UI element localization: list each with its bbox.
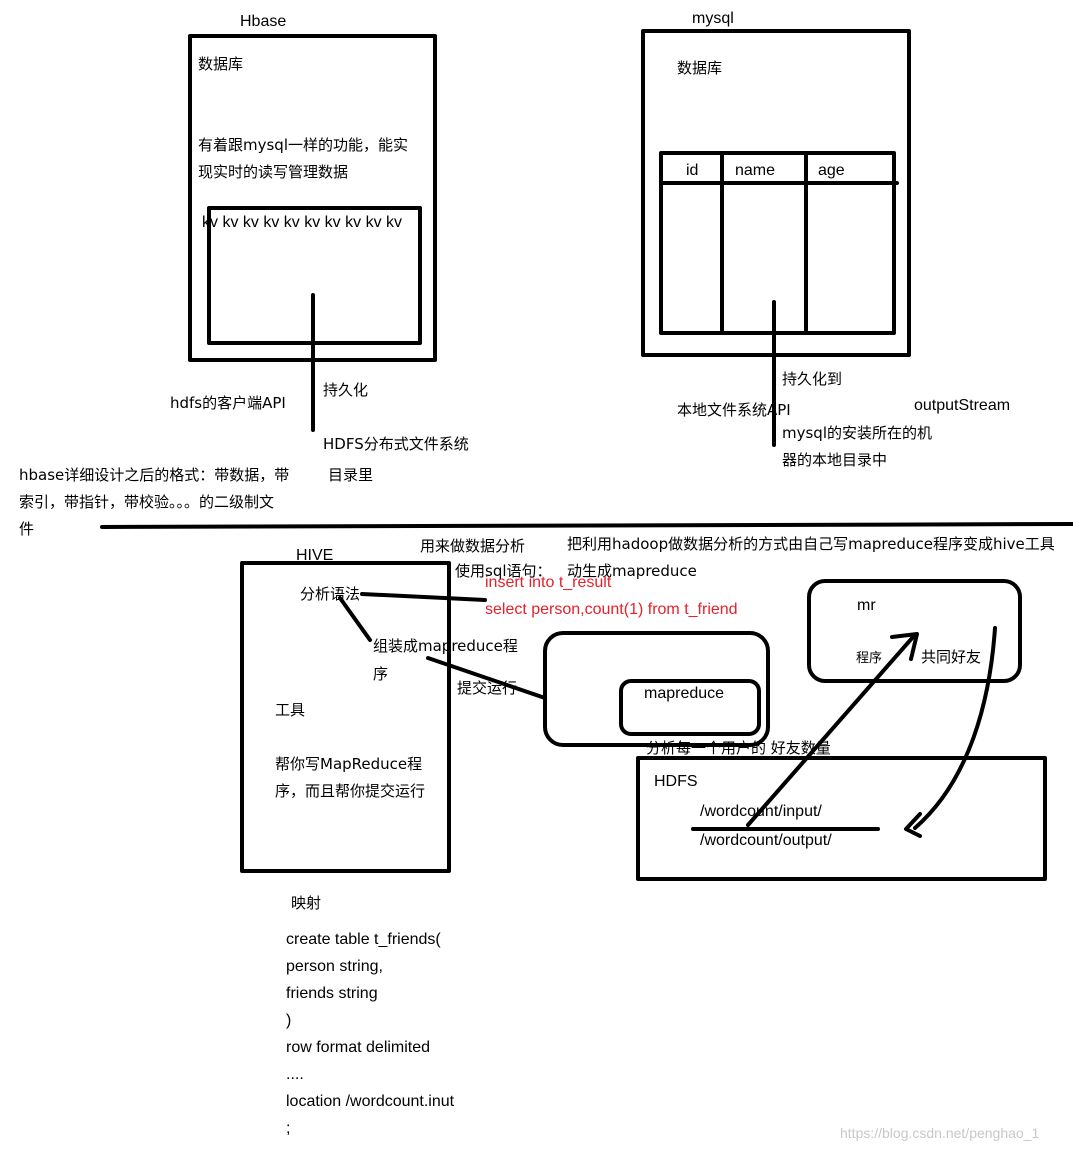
hbase-format-line3: 件: [19, 520, 35, 538]
hdfs-dir-label: 目录里: [328, 466, 374, 484]
hbase-db-label: 数据库: [198, 55, 244, 73]
mr-label: mr: [857, 597, 876, 614]
assemble-line2: 序: [373, 665, 389, 683]
hbase-format-line2: 索引，带指针，带校验。。。的二级制文: [19, 493, 275, 511]
hbase-desc-line1: 有着跟mysql一样的功能，能实: [198, 136, 408, 154]
submit-run-label: 提交运行: [457, 679, 518, 697]
watermark: https://blog.csdn.net/penghao_1: [840, 1125, 1040, 1141]
common-friends-label: 共同好友: [921, 648, 982, 666]
hdfs-label: HDFS: [654, 773, 698, 790]
hbase-format-line1: hbase详细设计之后的格式：带数据，带: [19, 466, 290, 484]
input-to-mr-arrowhead: [890, 632, 919, 661]
mr-to-output-arrow: [913, 626, 997, 830]
ddl-line: person string,: [286, 958, 383, 975]
mysql-table-box: [659, 151, 896, 335]
mr-program-label: 程序: [856, 651, 883, 666]
ddl-line: ....: [286, 1066, 304, 1083]
sql-insert-line: insert into t_result: [485, 574, 612, 591]
hbase-desc-line2: 现实时的读写管理数据: [198, 163, 349, 181]
mr-to-output-arrowhead: [904, 812, 922, 838]
hbase-kv-row: kv kv kv kv kv kv kv kv kv kv: [202, 214, 403, 231]
input-to-mr-arrow: [746, 635, 915, 827]
local-fs-api-label: 本地文件系统API: [677, 401, 791, 419]
mapreduce-outer-box: [543, 631, 770, 747]
assemble-to-mapreduce-line: [426, 656, 547, 700]
hdfs-client-api-label: hdfs的客户端API: [170, 394, 286, 412]
hive-use-sql: 使用sql语句：: [455, 562, 552, 580]
hive-used-for: 用来做数据分析: [420, 537, 526, 555]
mysql-install-line2: 器的本地目录中: [782, 451, 888, 469]
mapreduce-inner-box: [619, 679, 761, 736]
assemble-line1: 组装成mapreduce程: [373, 637, 518, 655]
analyze-friends-label: 分析每一个用户的 好友数量: [646, 739, 831, 757]
mysql-col-id: id: [686, 162, 699, 179]
mysql-col-name: name: [735, 162, 776, 179]
hive-box: [240, 561, 451, 873]
hive-help-line1: 帮你写MapReduce程: [275, 755, 423, 773]
hbase-persist-label: 持久化: [323, 381, 369, 399]
parse-syntax-label: 分析语法: [300, 585, 361, 603]
mr-program-box: [807, 579, 1022, 683]
hdfs-dfs-label: HDFS分布式文件系统: [323, 435, 469, 453]
hive-auto-mr: 动生成mapreduce: [567, 562, 697, 580]
mysql-title: mysql: [692, 10, 734, 27]
mysql-install-line1: mysql的安装所在的机: [782, 424, 932, 442]
ddl-line: create table t_friends(: [286, 931, 441, 948]
sql-select-line: select person,count(1) from t_friend: [485, 601, 738, 618]
hive-title: HIVE: [296, 547, 334, 564]
hive-tool-label: 工具: [275, 701, 306, 719]
hbase-title: Hbase: [240, 13, 287, 30]
mysql-persist-label: 持久化到: [782, 370, 843, 388]
mapreduce-label: mapreduce: [644, 685, 725, 702]
sql-to-parse-arrow: [360, 592, 487, 602]
mapping-label: 映射: [291, 894, 322, 912]
input-path-label: /wordcount/input/: [700, 803, 822, 820]
mysql-col-age: age: [818, 162, 845, 179]
ddl-line: ): [286, 1012, 292, 1029]
ddl-line: ;: [286, 1120, 291, 1137]
output-stream-label: outputStream: [914, 397, 1011, 414]
parse-to-assemble-line: [338, 596, 372, 642]
hdfs-box: [636, 756, 1047, 881]
ddl-line: friends string: [286, 985, 378, 1002]
output-path-label: /wordcount/output/: [700, 832, 832, 849]
hive-banner: 把利用hadoop做数据分析的方式由自己写mapreduce程序变成hive工具: [567, 535, 1055, 553]
mysql-db-label: 数据库: [677, 59, 723, 77]
ddl-line: row format delimited: [286, 1039, 431, 1056]
section-divider: [100, 522, 1073, 529]
ddl-line: location /wordcount.inut: [286, 1093, 455, 1110]
hive-help-line2: 序，而且帮你提交运行: [275, 782, 426, 800]
